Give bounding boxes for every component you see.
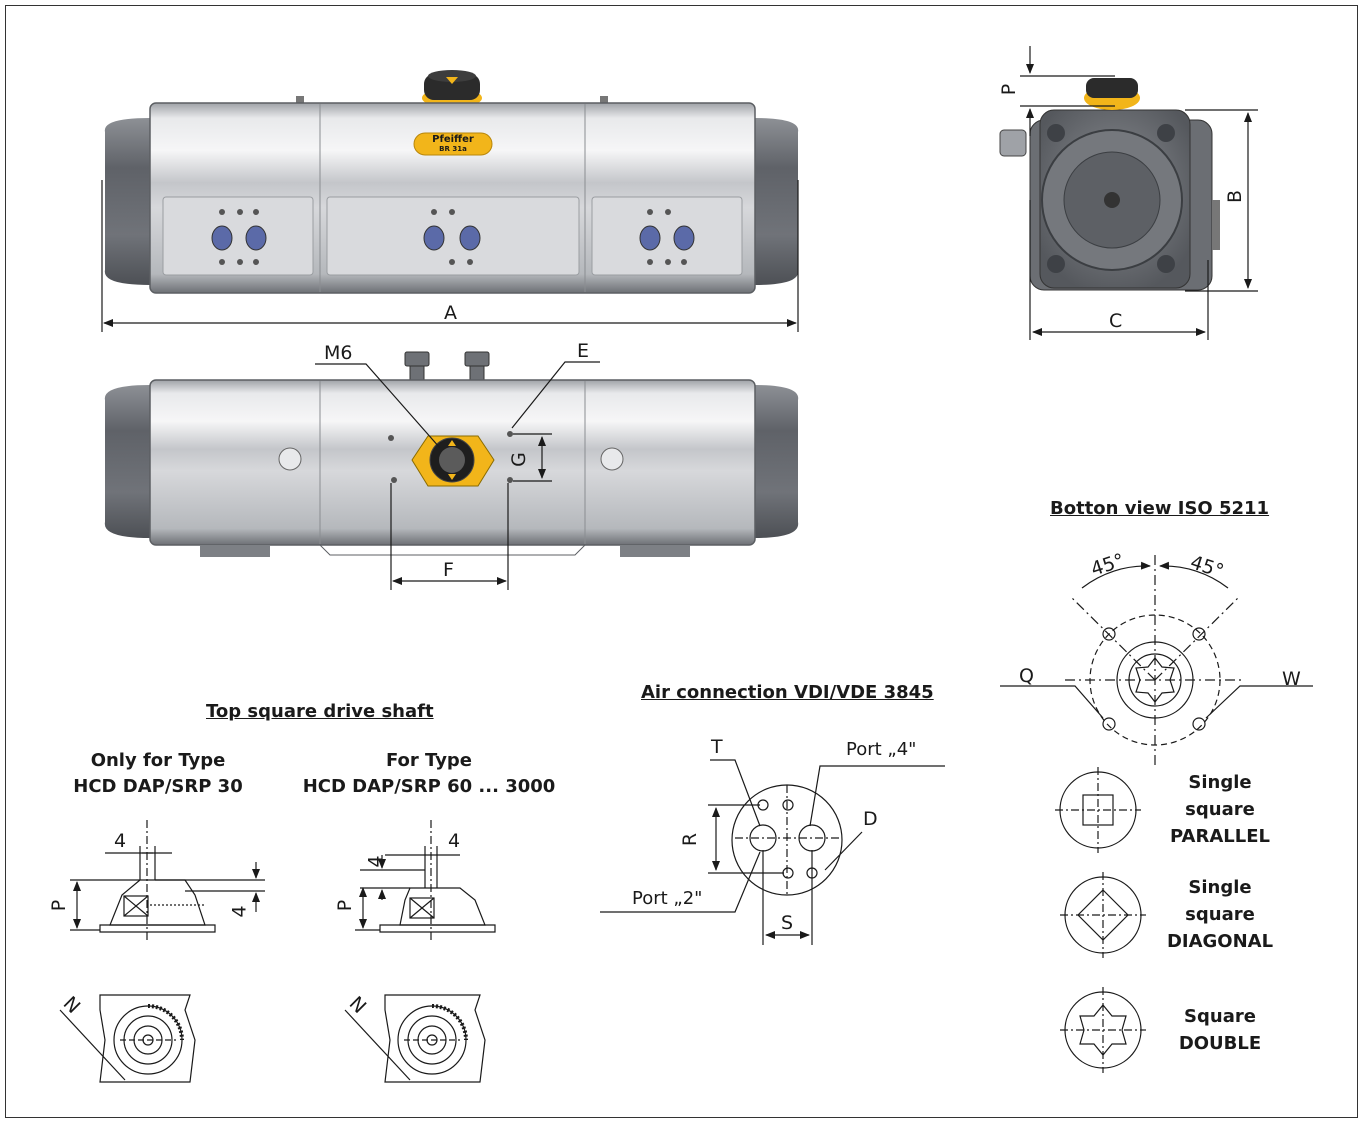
air-label-port2: Port „2" xyxy=(632,888,703,909)
dim-label-F: F xyxy=(443,559,454,581)
dim-label-A: A xyxy=(444,302,457,324)
legend-double-line1: Square xyxy=(1184,1006,1256,1027)
air-label-S: S xyxy=(781,912,794,934)
end-view-dimensions xyxy=(1020,46,1258,340)
actuator-end-view xyxy=(999,78,1220,291)
shaft-profile-right xyxy=(355,820,496,940)
dim-label-G: G xyxy=(507,452,530,467)
air-connection-diagram xyxy=(600,759,945,945)
dim-label-M6: M6 xyxy=(324,342,353,364)
air-label-port4: Port „4" xyxy=(846,739,917,760)
legend-icon-double xyxy=(1060,987,1146,1073)
legend-parallel-line2: square xyxy=(1185,799,1255,820)
shaft-top-left xyxy=(59,994,196,1083)
legend-diagonal-line3: DIAGONAL xyxy=(1166,931,1274,952)
legend-icon-diagonal xyxy=(1060,872,1146,958)
shaft-top-right xyxy=(344,994,486,1083)
bottom-view-title: Botton view ISO 5211 xyxy=(1050,498,1270,519)
legend-parallel-line1: Single xyxy=(1188,772,1252,793)
shaft-left-dim-4-top: 4 xyxy=(114,830,127,852)
dim-label-B: B xyxy=(1224,189,1247,204)
left-caption-line2: HCD DAP/SRP 30 xyxy=(73,776,243,797)
air-label-T: T xyxy=(711,736,723,758)
shaft-right-dim-4-side: 4 xyxy=(364,855,387,868)
actuator-side-view xyxy=(104,351,799,557)
legend-icon-parallel xyxy=(1055,767,1141,853)
shaft-profile-left xyxy=(70,820,265,940)
right-caption-line2: HCD DAP/SRP 60 ... 3000 xyxy=(302,776,556,797)
dim-label-E: E xyxy=(577,340,590,362)
sheet-frame xyxy=(5,5,1358,1118)
bottom-label-W: W xyxy=(1282,668,1301,690)
bottom-view-diagram xyxy=(1000,555,1313,765)
top-shaft-title: Top square drive shaft xyxy=(206,701,434,722)
air-label-R: R xyxy=(679,832,702,847)
shaft-right-dim-P: P xyxy=(334,899,357,912)
shaft-right-dim-4-top: 4 xyxy=(448,830,461,852)
side-view-dimensions xyxy=(315,361,600,590)
air-connection-title: Air connection VDI/VDE 3845 xyxy=(641,682,934,703)
left-caption-line1: Only for Type xyxy=(90,750,226,771)
dimension-A xyxy=(101,180,799,332)
nameplate-brand: Pfeiffer xyxy=(432,134,474,145)
shaft-left-dim-4-side: 4 xyxy=(228,905,251,918)
actuator-top-view xyxy=(104,70,799,294)
legend-diagonal-line1: Single xyxy=(1188,877,1252,898)
right-caption-line1: For Type xyxy=(385,750,473,771)
bottom-label-Q: Q xyxy=(1019,665,1034,687)
legend-parallel-line3: PARALLEL xyxy=(1170,826,1270,847)
dim-label-C: C xyxy=(1109,310,1123,332)
nameplate-model: BR 31a xyxy=(439,145,467,153)
dim-label-P-endview: P xyxy=(998,83,1021,96)
legend-double-line2: DOUBLE xyxy=(1178,1033,1262,1054)
shaft-left-dim-P: P xyxy=(48,899,71,912)
air-label-D: D xyxy=(863,808,878,830)
legend-diagonal-line2: square xyxy=(1185,904,1255,925)
